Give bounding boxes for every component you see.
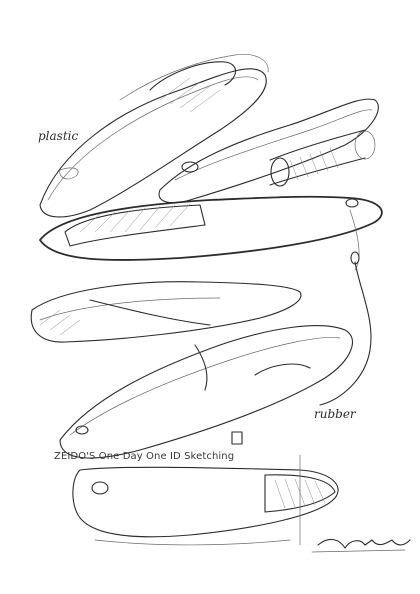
annotation-plastic: plastic	[38, 129, 78, 143]
annotation-rubber: rubber	[314, 407, 357, 421]
sketch-top-body	[39, 54, 269, 218]
sketch-bottom	[72, 454, 339, 546]
sketch-top-right-handle	[158, 98, 379, 204]
sketch-second-tier	[30, 281, 302, 343]
sketch-middle-band	[39, 195, 383, 271]
sketch-cord	[319, 251, 372, 406]
signature-scribble	[311, 538, 411, 553]
sketch-third-tier	[59, 325, 354, 459]
caption-text: ZEIDO'S One Day One ID Sketching	[54, 451, 235, 462]
